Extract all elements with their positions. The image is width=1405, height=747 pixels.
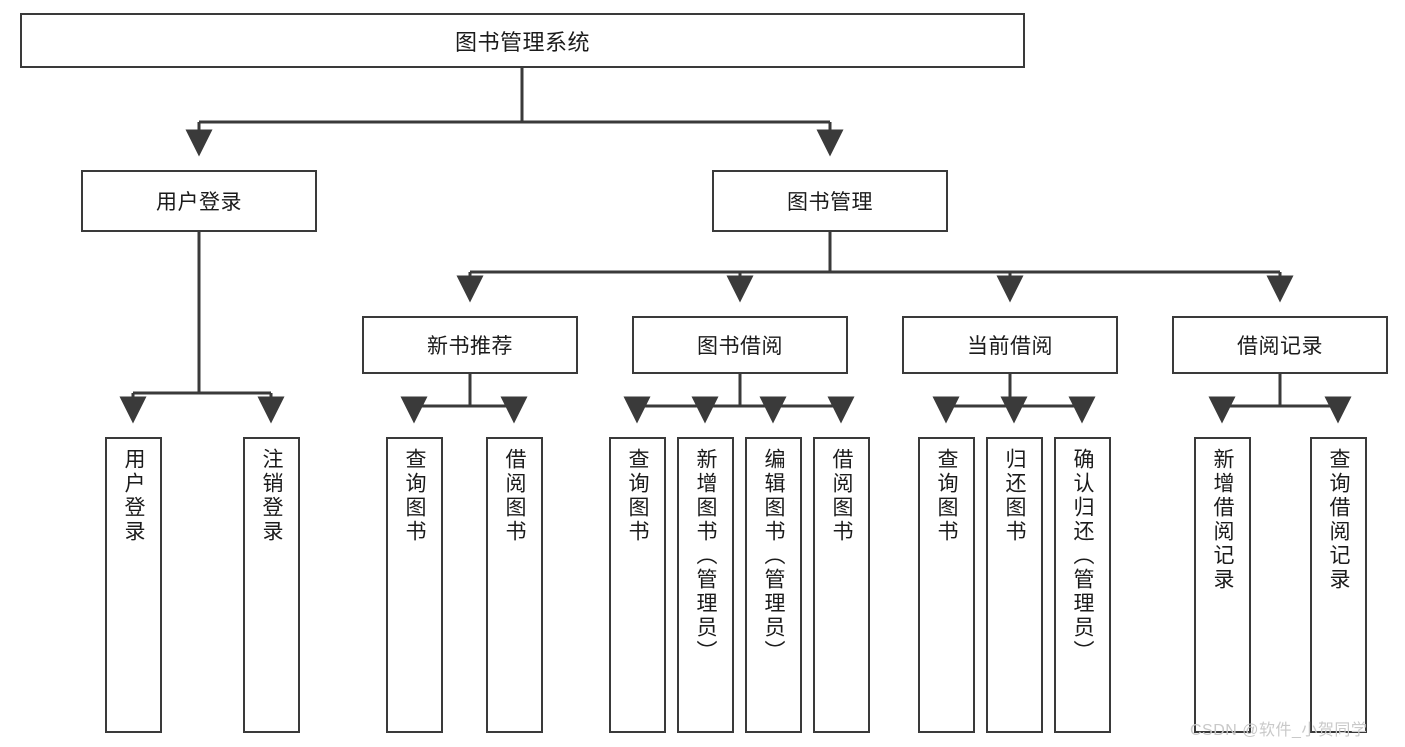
node-label: 新增图书（管理员） (694, 448, 717, 664)
node-label: 查询图书 (935, 448, 958, 544)
node-label: 查询图书 (403, 448, 426, 544)
leaf-recommend-borrow-book[interactable]: 借阅图书 (486, 437, 543, 733)
leaf-user-login-logout[interactable]: 注销登录 (243, 437, 300, 733)
node-label: 查询借阅记录 (1327, 448, 1350, 592)
node-user-login[interactable]: 用户登录 (81, 170, 317, 232)
leaf-current-return-book[interactable]: 归还图书 (986, 437, 1043, 733)
node-label: 归还图书 (1003, 448, 1026, 544)
node-label: 编辑图书（管理员） (762, 448, 785, 664)
node-book-borrow[interactable]: 图书借阅 (632, 316, 848, 374)
node-borrow-record[interactable]: 借阅记录 (1172, 316, 1388, 374)
leaf-current-query-book[interactable]: 查询图书 (918, 437, 975, 733)
leaf-borrow-query-book[interactable]: 查询图书 (609, 437, 666, 733)
node-label: 查询图书 (626, 448, 649, 544)
leaf-recommend-query-book[interactable]: 查询图书 (386, 437, 443, 733)
node-label: 用户登录 (122, 448, 145, 544)
leaf-borrow-add-book-admin[interactable]: 新增图书（管理员） (677, 437, 734, 733)
node-current-borrow[interactable]: 当前借阅 (902, 316, 1118, 374)
node-label: 注销登录 (260, 448, 283, 544)
node-label: 新书推荐 (427, 335, 513, 358)
node-new-book-recommend[interactable]: 新书推荐 (362, 316, 578, 374)
leaf-borrow-edit-book-admin[interactable]: 编辑图书（管理员） (745, 437, 802, 733)
leaf-current-confirm-return-admin[interactable]: 确认归还（管理员） (1054, 437, 1111, 733)
node-label: 借阅记录 (1237, 335, 1323, 358)
node-root-system[interactable]: 图书管理系统 (20, 13, 1025, 68)
leaf-user-login-login[interactable]: 用户登录 (105, 437, 162, 733)
node-book-management[interactable]: 图书管理 (712, 170, 948, 232)
node-label: 借阅图书 (830, 448, 853, 544)
node-label: 用户登录 (156, 191, 242, 214)
node-label: 图书借阅 (697, 335, 783, 358)
csdn-watermark: CSDN @软件_小贺同学 (1190, 722, 1368, 739)
node-label: 借阅图书 (503, 448, 526, 544)
node-label: 新增借阅记录 (1211, 448, 1234, 592)
leaf-borrow-borrow-book[interactable]: 借阅图书 (813, 437, 870, 733)
leaf-record-query-record[interactable]: 查询借阅记录 (1310, 437, 1367, 733)
node-label: 图书管理系统 (454, 29, 590, 55)
node-label: 图书管理 (787, 191, 873, 214)
node-label: 确认归还（管理员） (1071, 448, 1094, 664)
leaf-record-add-record[interactable]: 新增借阅记录 (1194, 437, 1251, 733)
node-label: 当前借阅 (967, 335, 1053, 358)
